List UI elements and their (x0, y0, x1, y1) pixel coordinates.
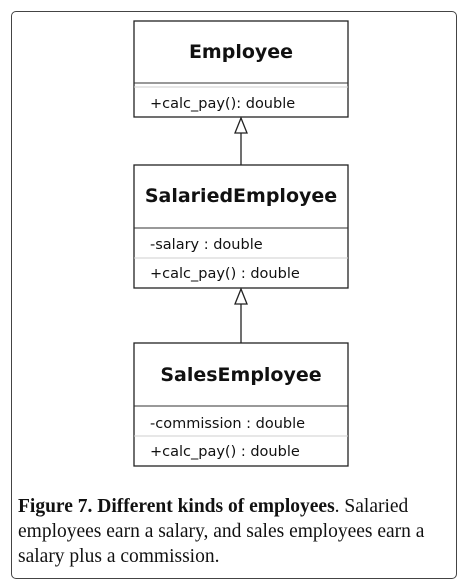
caption-title: Figure 7. Different kinds of employees (18, 496, 335, 517)
class-employee-box (133, 20, 349, 118)
class-employee-name: Employee (189, 41, 293, 63)
hollow-triangle-icon (234, 287, 248, 305)
class-salaried-employee-method: +calc_pay() : double (150, 266, 300, 282)
class-salaried-employee: SalariedEmployee -salary : double +calc_… (133, 164, 349, 289)
class-sales-employee: SalesEmployee -commission : double +calc… (133, 342, 349, 467)
class-salaried-employee-attribute: -salary : double (150, 237, 263, 253)
figure-caption: Figure 7. Different kinds of employees. … (18, 494, 453, 569)
caption-text: Salaried employees earn a salary, and sa… (18, 496, 425, 567)
class-salaried-employee-name: SalariedEmployee (145, 185, 337, 207)
class-salaried-employee-box (133, 164, 349, 289)
class-sales-employee-attribute: -commission : double (150, 416, 305, 432)
class-sales-employee-method: +calc_pay() : double (150, 444, 300, 460)
class-employee: Employee +calc_pay(): double (133, 20, 349, 118)
caption-title-period: . (334, 496, 340, 517)
class-sales-employee-box (133, 342, 349, 467)
class-sales-employee-name: SalesEmployee (160, 364, 321, 386)
class-employee-method: +calc_pay(): double (150, 96, 295, 112)
generalization-arrow-1 (234, 116, 248, 165)
hollow-triangle-icon (234, 116, 248, 134)
generalization-arrow-2 (234, 287, 248, 343)
uml-class-diagram: Employee +calc_pay(): double SalariedEmp… (133, 20, 349, 467)
